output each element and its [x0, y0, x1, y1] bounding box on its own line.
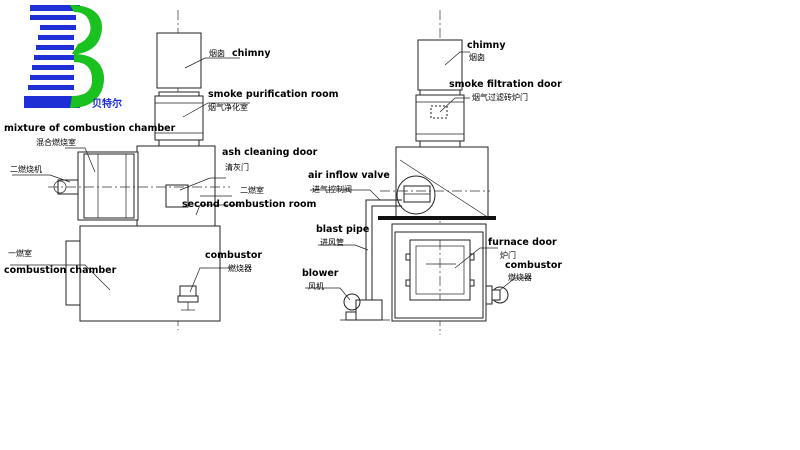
left-second-burner-cn: 二燃烧机 — [10, 164, 42, 174]
right-chimny-cn: 烟囱 — [469, 52, 485, 62]
right-combustor-cn: 燃烧器 — [508, 272, 532, 282]
left-ash-cleaning-door-cn: 清灰门 — [225, 162, 249, 172]
left-mixture-chamber-label: mixture of combustion chamber — [4, 123, 176, 134]
right-blast-pipe-cn: 进风管 — [320, 237, 344, 247]
left-view: 烟囱 chimny smoke purification room 烟气净化室 … — [4, 10, 339, 330]
right-chimney — [417, 39, 463, 91]
left-mixture-chamber-cn: 混合燃烧室 — [36, 137, 76, 147]
left-smoke-purification-label: smoke purification room — [208, 89, 339, 100]
right-air-inflow-valve — [396, 175, 436, 215]
left-leader-lines — [10, 57, 250, 293]
right-leader-lines — [305, 51, 530, 301]
brand-logo: 贝特尔 — [24, 5, 122, 110]
left-smoke-purification-cn: 烟气净化室 — [208, 102, 248, 112]
left-purif-flange-bottom — [158, 139, 200, 147]
right-upper-chamber — [395, 146, 489, 218]
left-second-room-cn: 二燃室 — [240, 185, 264, 195]
right-chimny-label: chimny — [467, 40, 506, 51]
right-combustor-label: combustor — [505, 260, 562, 271]
right-blast-pipe-label: blast pipe — [316, 224, 369, 235]
right-furnace-door-cn: 炉门 — [500, 250, 516, 260]
left-combustor-cn: 燃烧器 — [228, 263, 252, 273]
logo-blue-stripes — [24, 5, 80, 108]
right-air-inflow-valve-label: air inflow valve — [308, 170, 390, 181]
right-furnace-door-label: furnace door — [488, 237, 557, 248]
right-smoke-filtration-door-label: smoke filtration door — [449, 79, 562, 90]
left-ash-cleaning-door — [165, 184, 189, 208]
right-view: chimny 烟囱 smoke filtration door 烟气过滤砖炉门 … — [302, 10, 562, 335]
left-chimny-label: chimny — [232, 48, 271, 59]
left-chimney — [156, 32, 202, 89]
left-combustor — [177, 285, 199, 311]
right-blower-cn: 风机 — [308, 281, 324, 291]
left-chamber-side-plate — [65, 240, 81, 306]
right-blower — [340, 293, 390, 321]
right-air-inflow-valve-cn: 进气控制阀 — [312, 184, 352, 194]
left-combustion-chamber-label: combustion chamber — [4, 265, 117, 276]
right-separator-plate — [378, 216, 496, 220]
left-purif-flange-top — [158, 91, 200, 97]
right-blast-pipe — [365, 199, 402, 300]
logo-brand-name: 贝特尔 — [92, 97, 122, 110]
right-blower-label: blower — [302, 268, 339, 279]
logo-green-bowls — [70, 5, 105, 108]
left-ash-cleaning-door-label: ash cleaning door — [222, 147, 318, 158]
left-chimny-cn: 烟囱 — [209, 48, 225, 58]
right-smoke-filtration-door-cn: 烟气过滤砖炉门 — [472, 92, 528, 102]
left-combustion-chamber — [79, 225, 221, 322]
left-second-combustion-room-label: second combustion room — [182, 199, 317, 210]
left-combustor-label: combustor — [205, 250, 262, 261]
right-combustor — [485, 285, 509, 305]
left-first-room-cn: 一燃室 — [8, 248, 32, 258]
